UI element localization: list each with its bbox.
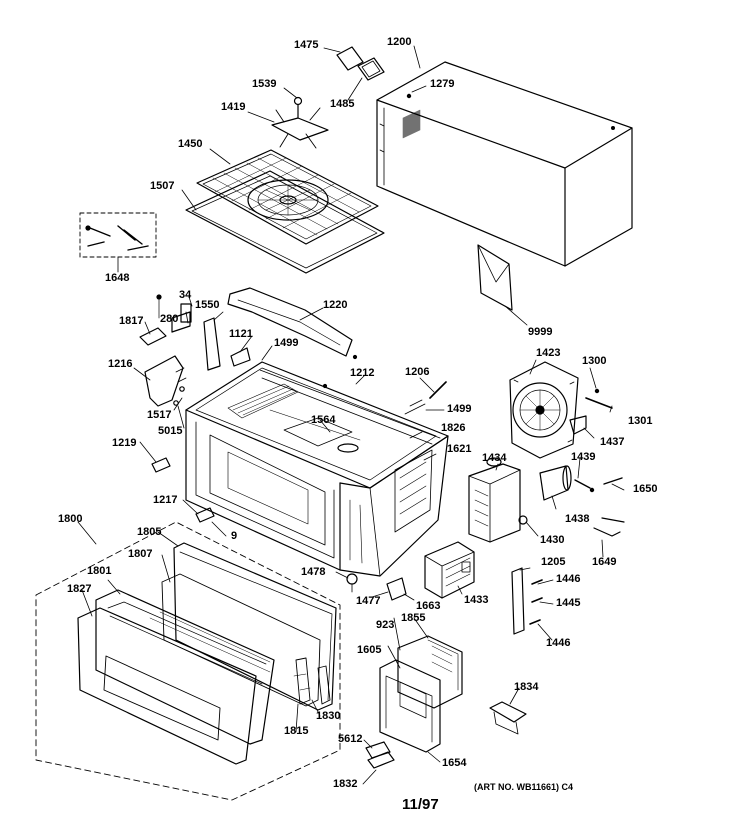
door-frame-1805: [174, 543, 336, 710]
part-label-1121: 1121: [229, 328, 253, 340]
part-label-1200: 1200: [387, 36, 412, 48]
part-label-1423: 1423: [536, 347, 561, 359]
part-label-1507: 1507: [150, 180, 175, 192]
part-label-1550: 1550: [195, 299, 220, 311]
door-glass-1827: [78, 608, 256, 764]
part-label-1621: 1621: [447, 443, 472, 455]
part-label-1446a: 1446: [556, 573, 581, 585]
part-label-1485: 1485: [330, 98, 355, 110]
part-label-1834: 1834: [514, 681, 539, 693]
part-label-280: 280: [160, 313, 179, 325]
part-label-1830: 1830: [316, 710, 341, 722]
part-label-9: 9: [231, 530, 238, 542]
plate-1485: [358, 58, 384, 80]
door-panel-1807: [162, 574, 320, 706]
page-number: 11/97: [402, 796, 439, 813]
transformer-1433: [425, 542, 474, 598]
part-label-1832: 1832: [333, 778, 358, 790]
part-label-1220: 1220: [323, 299, 348, 311]
diode-1649: [594, 518, 624, 536]
part-label-34: 34: [179, 289, 192, 301]
part-label-1499b: 1499: [447, 403, 472, 415]
part-label-1217: 1217: [153, 494, 178, 506]
part-label-5015: 5015: [158, 425, 183, 437]
fan-assembly-1423: [510, 362, 578, 458]
part-label-1419: 1419: [221, 101, 246, 113]
part-label-1450: 1450: [178, 138, 203, 150]
part-label-1437: 1437: [600, 436, 625, 448]
part-label-1477: 1477: [356, 595, 381, 607]
capacitor-1438: [540, 466, 622, 500]
part-label-1216: 1216: [108, 358, 133, 370]
part-label-9999: 9999: [528, 326, 553, 338]
hardware-kit-1648: [80, 213, 156, 272]
label-sheet-9999: [478, 245, 512, 310]
part-label-1478: 1478: [301, 566, 326, 578]
part-label-1650: 1650: [633, 483, 658, 495]
part-label-1438: 1438: [565, 513, 590, 525]
part-label-1434: 1434: [482, 452, 507, 464]
part-label-1439: 1439: [571, 451, 596, 463]
part-label-1817: 1817: [119, 315, 144, 327]
control-board-1855: [398, 636, 462, 708]
part-label-1430: 1430: [540, 534, 565, 546]
part-label-1649: 1649: [592, 556, 617, 568]
door-parts-1830-1815: [294, 658, 330, 704]
part-label-1433: 1433: [464, 594, 489, 606]
part-label-1654: 1654: [442, 757, 467, 769]
vent-duct-1220: [228, 288, 357, 359]
latch-parts-1205: [512, 568, 542, 634]
part-label-1446b: 1446: [546, 637, 571, 649]
plate-1475: [337, 47, 363, 70]
leader-lines: [78, 46, 624, 784]
part-label-1475: 1475: [294, 39, 319, 51]
outer-case: [377, 62, 632, 266]
filter-frame-1507: [186, 171, 384, 273]
part-label-5612: 5612: [338, 733, 363, 745]
touch-panel-bits: [366, 742, 394, 768]
oven-cavity: [186, 362, 448, 576]
part-label-1219: 1219: [112, 437, 137, 449]
part-label-1663: 1663: [416, 600, 441, 612]
part-label-1212: 1212: [350, 367, 375, 379]
part-label-1539: 1539: [252, 78, 277, 90]
part-label-1445: 1445: [556, 597, 581, 609]
door-1801: [96, 590, 274, 744]
fan-bracket-parts: [570, 389, 612, 434]
door-assembly-1800: [36, 522, 340, 800]
part-label-1855: 1855: [401, 612, 426, 624]
part-label-1648: 1648: [105, 272, 130, 284]
part-label-1564: 1564: [311, 414, 336, 426]
part-1834: [490, 702, 526, 734]
part-label-1300: 1300: [582, 355, 607, 367]
part-label-1605: 1605: [357, 644, 382, 656]
part-label-1807: 1807: [128, 548, 153, 560]
part-label-923: 923: [376, 619, 395, 631]
left-small-parts: [140, 295, 250, 522]
grille-1450: [197, 150, 378, 244]
control-panel-1605: [380, 660, 440, 752]
stirrer-1419: [272, 98, 328, 149]
interlock-parts: [347, 574, 406, 600]
part-label-1499a: 1499: [274, 337, 299, 349]
art-number: (ART NO. WB11661) C4: [474, 782, 574, 792]
magnetron-1434: [469, 458, 527, 542]
part-label-1805: 1805: [137, 526, 162, 538]
part-label-1826: 1826: [441, 422, 466, 434]
part-label-1801: 1801: [87, 565, 112, 577]
part-label-1206: 1206: [405, 366, 430, 378]
part-label-1279: 1279: [430, 78, 455, 90]
part-label-1827: 1827: [67, 583, 92, 595]
part-label-1205: 1205: [541, 556, 566, 568]
part-label-1815: 1815: [284, 725, 309, 737]
part-label-1517: 1517: [147, 409, 172, 421]
part-label-1301: 1301: [628, 415, 653, 427]
part-label-1800: 1800: [58, 513, 83, 525]
